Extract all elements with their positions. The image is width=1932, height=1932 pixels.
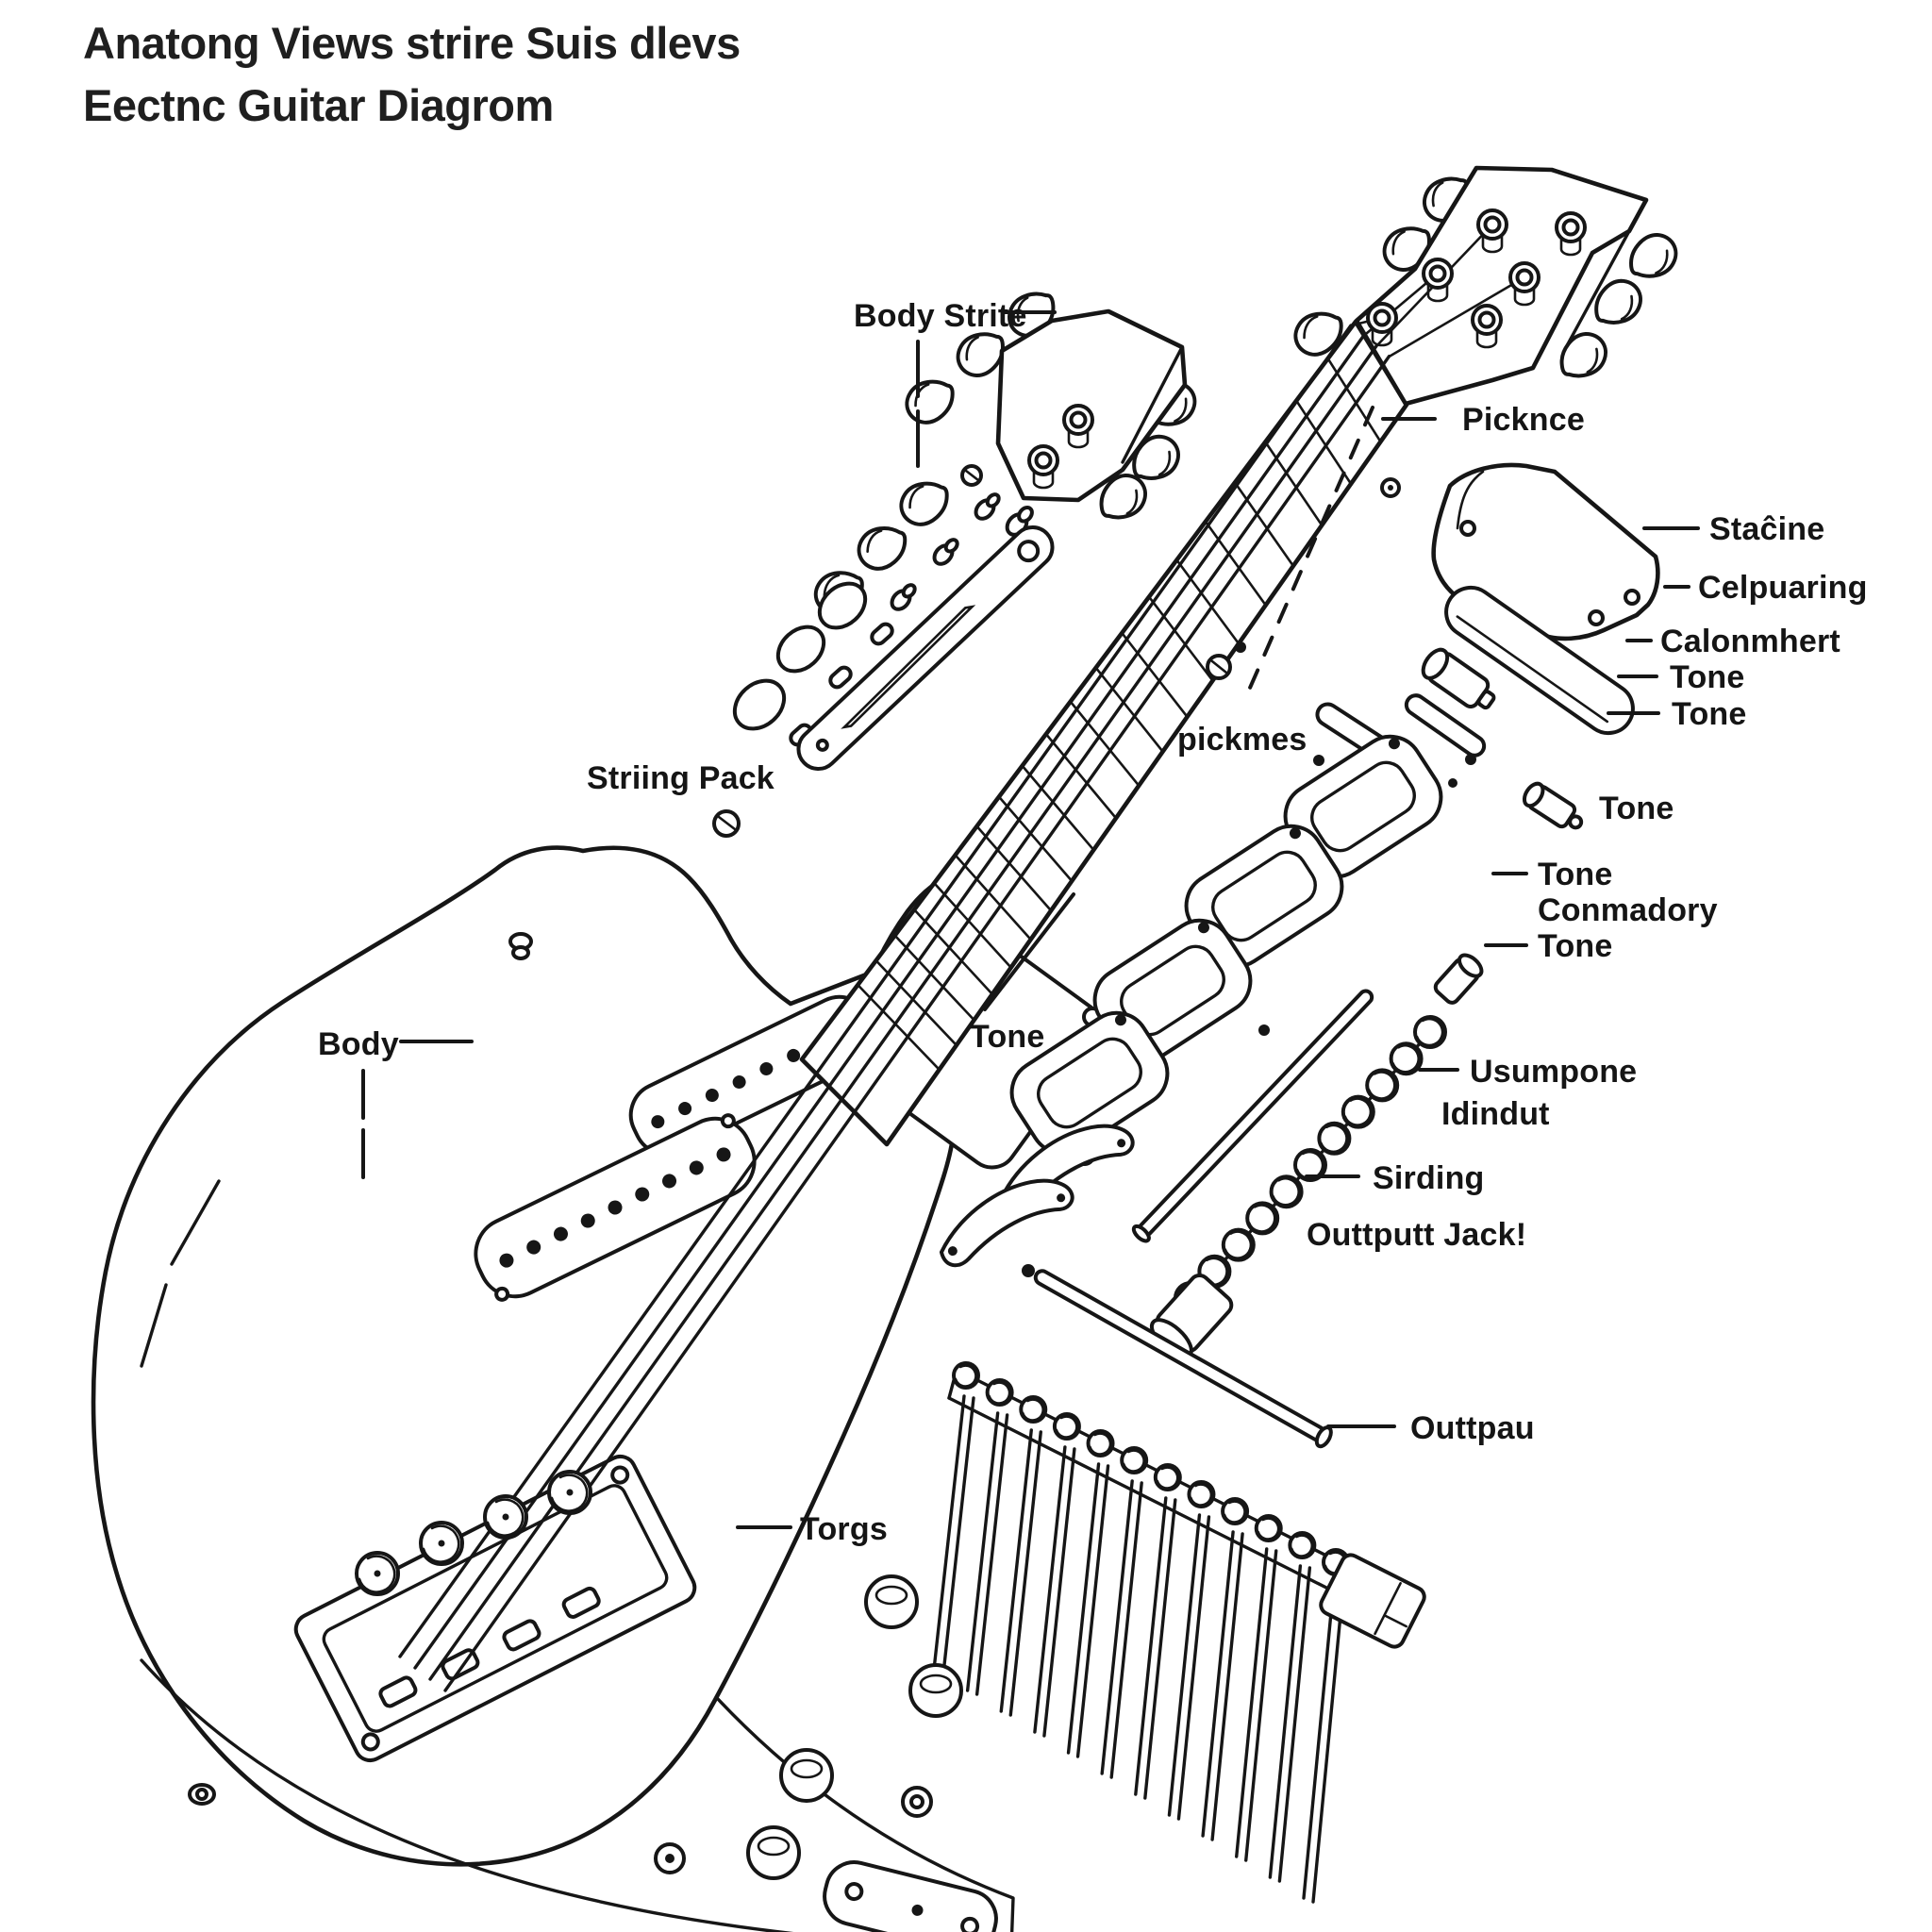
label-striing-pack: Striing Pack xyxy=(587,760,774,796)
part-labels: Body Strite Picknce Staĉine Celpuaring C… xyxy=(318,298,1868,1547)
strap-button xyxy=(188,932,533,1806)
headstock xyxy=(1286,165,1686,407)
label-tone-c: Tone xyxy=(1599,791,1674,826)
title: Anatong Views strire Suis dlevs Eectnc G… xyxy=(83,18,741,130)
output-rod xyxy=(1033,1269,1333,1449)
tone-cylinder xyxy=(1522,781,1584,830)
truss-rod-strip xyxy=(796,525,1055,771)
string-comb-part xyxy=(932,1361,1426,1904)
label-idindut: Idindut xyxy=(1441,1096,1550,1132)
label-torgs: Torgs xyxy=(800,1511,888,1547)
tuner-bushings xyxy=(732,581,894,747)
label-body-strite: Body Strite xyxy=(854,298,1027,334)
pot-cylinder xyxy=(1421,647,1496,710)
small-bar xyxy=(1404,693,1487,758)
label-celpuaring: Celpuaring xyxy=(1698,570,1868,606)
control-plate xyxy=(1444,585,1635,736)
leader-lines xyxy=(361,310,1700,1529)
title-line-2: Eectnc Guitar Diagrom xyxy=(83,80,554,130)
label-calonmhert: Calonmhert xyxy=(1660,624,1840,659)
label-stacine: Staĉine xyxy=(1709,511,1824,547)
label-tone-f: Tone xyxy=(970,1019,1045,1055)
strings xyxy=(398,324,1391,1692)
long-rod xyxy=(1131,989,1374,1243)
label-conmadory: Conmadory xyxy=(1538,892,1718,928)
label-picknce: Picknce xyxy=(1462,402,1585,438)
label-outtputt-jack: Outtputt Jack! xyxy=(1307,1217,1526,1253)
exploded-headstock xyxy=(897,280,1205,537)
label-tone-d: Tone xyxy=(1538,857,1613,892)
control-knobs xyxy=(654,1574,963,1880)
title-line-1: Anatong Views strire Suis dlevs xyxy=(83,18,741,68)
label-tone-b: Tone xyxy=(1672,696,1747,732)
label-outtpau: Outtpau xyxy=(1410,1410,1535,1446)
label-tone-e: Tone xyxy=(1538,928,1613,964)
loose-screws xyxy=(712,464,1476,1277)
jack-plate xyxy=(823,1860,998,1932)
spring-part xyxy=(1149,953,1484,1359)
loose-tuner-keys xyxy=(806,469,1001,625)
pickup-bridge xyxy=(474,1113,757,1302)
label-usumpone: Usumpone xyxy=(1470,1054,1637,1090)
frets xyxy=(856,357,1382,1072)
label-body: Body xyxy=(318,1026,399,1062)
label-tone-a: Tone xyxy=(1670,659,1745,695)
label-pickmes: pickmes xyxy=(1177,722,1307,758)
label-sirding: Sirding xyxy=(1373,1160,1485,1196)
